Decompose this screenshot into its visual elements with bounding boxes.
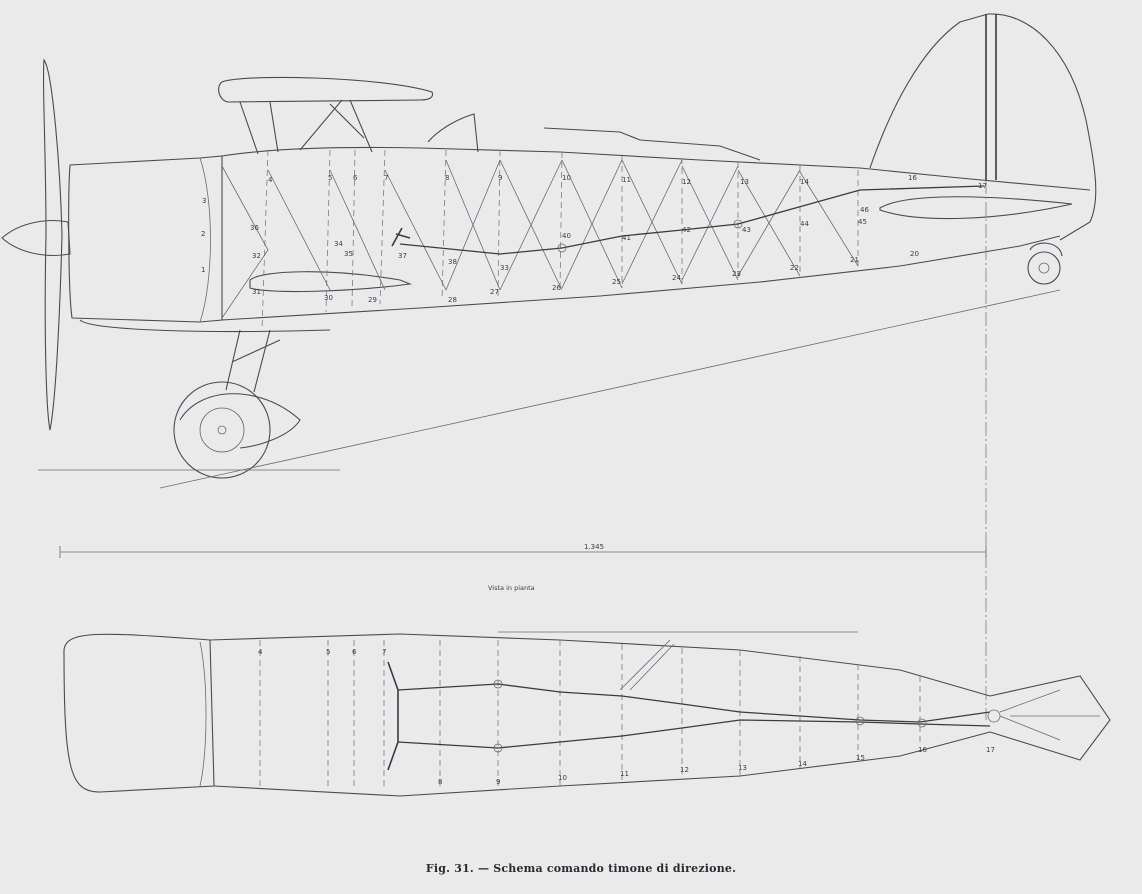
cowl-front-ring bbox=[199, 157, 211, 323]
svg-text:12: 12 bbox=[682, 178, 691, 186]
fuselage-bracing bbox=[221, 159, 859, 319]
plan-cable-lower bbox=[397, 719, 991, 749]
side-view bbox=[1, 13, 1097, 720]
svg-text:9: 9 bbox=[496, 778, 500, 786]
svg-text:17: 17 bbox=[986, 746, 995, 754]
svg-text:5: 5 bbox=[326, 648, 330, 656]
svg-text:25: 25 bbox=[612, 278, 621, 286]
svg-text:43: 43 bbox=[742, 226, 751, 234]
vertical-fin bbox=[869, 13, 989, 169]
svg-text:26: 26 bbox=[552, 284, 561, 292]
main-wheel bbox=[173, 381, 271, 479]
spinner bbox=[1, 220, 71, 256]
svg-text:33: 33 bbox=[500, 264, 509, 272]
svg-text:28: 28 bbox=[448, 296, 457, 304]
station-frames bbox=[261, 149, 859, 331]
svg-text:13: 13 bbox=[740, 178, 749, 186]
plan-cowling bbox=[63, 633, 215, 793]
wheel-fairing bbox=[179, 393, 301, 449]
svg-text:21: 21 bbox=[850, 256, 859, 264]
svg-text:36: 36 bbox=[250, 224, 259, 232]
svg-text:32: 32 bbox=[252, 252, 261, 260]
rudder bbox=[987, 13, 1097, 241]
svg-text:40: 40 bbox=[562, 232, 571, 240]
svg-text:6: 6 bbox=[352, 648, 357, 656]
svg-text:4: 4 bbox=[268, 176, 273, 184]
fuselage-bottom bbox=[221, 235, 1061, 321]
svg-text:37: 37 bbox=[398, 252, 407, 260]
plan-tail bbox=[989, 675, 1111, 761]
lower-wing-section bbox=[249, 271, 413, 293]
headrest bbox=[543, 127, 761, 161]
svg-text:14: 14 bbox=[798, 760, 807, 768]
svg-text:22: 22 bbox=[790, 264, 799, 272]
svg-text:7: 7 bbox=[382, 648, 386, 656]
cowling bbox=[68, 155, 223, 323]
svg-text:38: 38 bbox=[448, 258, 457, 266]
upper-wing bbox=[218, 76, 434, 103]
svg-text:20: 20 bbox=[910, 250, 919, 258]
svg-text:35: 35 bbox=[344, 250, 353, 258]
plan-view-label: Vista in pianta bbox=[488, 584, 535, 592]
plan-fuselage-outline bbox=[209, 633, 991, 697]
plan-view bbox=[59, 546, 1111, 797]
svg-text:16: 16 bbox=[908, 174, 917, 182]
plan-station-labels: 4 5 6 7 8 9 10 11 12 13 14 15 16 17 bbox=[258, 648, 995, 786]
svg-text:13: 13 bbox=[738, 764, 747, 772]
svg-text:4: 4 bbox=[258, 648, 263, 656]
tailplane-section bbox=[879, 196, 1073, 220]
propeller-blade bbox=[42, 58, 63, 431]
svg-text:29: 29 bbox=[368, 296, 377, 304]
svg-text:7: 7 bbox=[384, 174, 388, 182]
svg-text:41: 41 bbox=[622, 234, 631, 242]
svg-text:8: 8 bbox=[438, 778, 442, 786]
svg-text:14: 14 bbox=[800, 178, 809, 186]
cabane-struts bbox=[239, 99, 373, 155]
svg-text:45: 45 bbox=[858, 218, 867, 226]
fuselage-lower-skin bbox=[79, 319, 331, 333]
svg-text:23: 23 bbox=[732, 270, 741, 278]
svg-text:34: 34 bbox=[334, 240, 343, 248]
windscreen bbox=[427, 113, 479, 153]
svg-text:44: 44 bbox=[800, 220, 809, 228]
svg-text:27: 27 bbox=[490, 288, 499, 296]
main-gear-leg bbox=[225, 329, 281, 393]
tail-wheel bbox=[1027, 251, 1061, 285]
plan-cable-upper bbox=[397, 683, 991, 723]
rudder-cable-side bbox=[399, 185, 985, 255]
svg-text:1: 1 bbox=[201, 266, 205, 274]
side-station-labels: 3 2 1 4 5 6 7 8 9 10 11 12 13 14 17 16 bbox=[201, 174, 987, 274]
svg-text:11: 11 bbox=[622, 176, 631, 184]
svg-text:17: 17 bbox=[978, 182, 987, 190]
fuselage-top bbox=[221, 146, 1091, 191]
plan-rudder-bar bbox=[387, 661, 399, 771]
svg-text:16: 16 bbox=[918, 746, 927, 754]
svg-text:30: 30 bbox=[324, 294, 333, 302]
svg-text:9: 9 bbox=[498, 174, 502, 182]
svg-text:11: 11 bbox=[620, 770, 629, 778]
figure-caption: Fig. 31. — Schema comando timone di dire… bbox=[425, 862, 737, 875]
svg-text:8: 8 bbox=[445, 174, 449, 182]
svg-text:15: 15 bbox=[856, 754, 865, 762]
svg-text:31: 31 bbox=[252, 288, 261, 296]
fin-post bbox=[985, 14, 997, 180]
side-detail-numbers: 20 21 22 23 24 25 26 27 28 29 30 31 32 3… bbox=[250, 206, 919, 304]
svg-text:3: 3 bbox=[202, 197, 206, 205]
svg-text:5: 5 bbox=[328, 174, 332, 182]
svg-text:2: 2 bbox=[201, 230, 205, 238]
svg-text:12: 12 bbox=[680, 766, 689, 774]
svg-text:42: 42 bbox=[682, 226, 691, 234]
svg-text:10: 10 bbox=[562, 174, 571, 182]
svg-text:10: 10 bbox=[558, 774, 567, 782]
plan-station-lines bbox=[259, 640, 921, 790]
svg-text:6: 6 bbox=[353, 174, 358, 182]
overall-dimension-value: 1.345 bbox=[584, 543, 604, 551]
ground-line bbox=[159, 289, 1061, 489]
rudder-pedal bbox=[391, 227, 411, 247]
svg-text:24: 24 bbox=[672, 274, 681, 282]
svg-text:46: 46 bbox=[860, 206, 869, 214]
